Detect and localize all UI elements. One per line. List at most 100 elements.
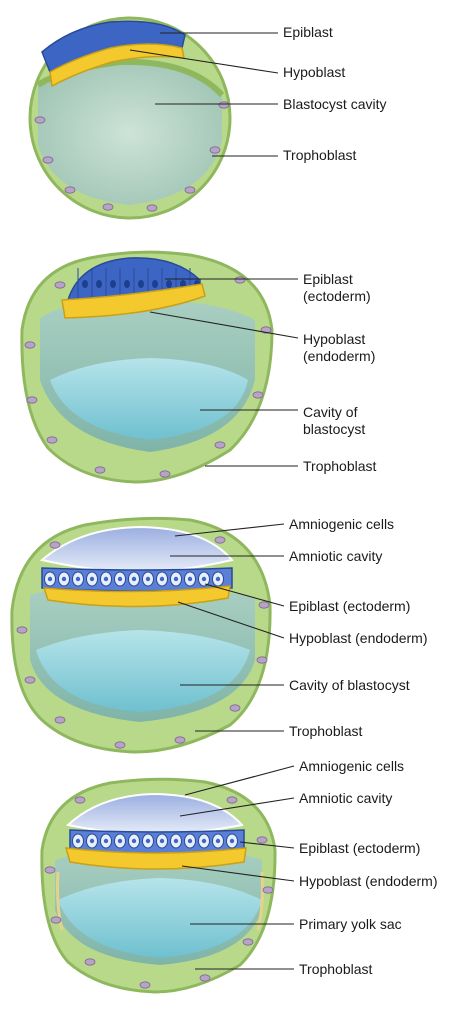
trophoblast-nucleus	[42, 156, 54, 164]
epiblast-nucleus	[89, 838, 95, 844]
epiblast-nucleus	[166, 280, 172, 288]
trophoblast-nucleus	[256, 656, 268, 664]
epiblast-nucleus	[215, 576, 221, 582]
trophoblast-nucleus	[256, 836, 268, 844]
trophoblast-nucleus	[184, 186, 196, 194]
label-hypoblast-endoderm: Hypoblast (endoderm)	[299, 873, 438, 889]
epiblast-nucleus	[131, 576, 137, 582]
trophoblast-nucleus	[24, 341, 36, 349]
trophoblast-nucleus	[226, 796, 238, 804]
trophoblast-nucleus	[174, 736, 186, 744]
epiblast-nucleus	[75, 838, 81, 844]
epiblast-nucleus	[131, 838, 137, 844]
trophoblast-nuclei	[16, 536, 270, 749]
epiblast-nucleus	[117, 838, 123, 844]
epiblast-nucleus	[187, 576, 193, 582]
epiblast-nucleus	[82, 280, 88, 288]
leader-lines	[129, 32, 299, 970]
label-primary-yolk-sac: Primary yolk sac	[299, 916, 402, 932]
epiblast-nucleus	[152, 280, 158, 288]
epiblast-nucleus	[117, 576, 123, 582]
trophoblast-nucleus	[49, 541, 61, 549]
epiblast-nucleus	[180, 280, 186, 288]
hypoblast-layer	[61, 283, 206, 319]
panel-3-blastocyst	[10, 516, 272, 754]
label-hypoblast-endoderm: Hypoblast (endoderm)	[289, 630, 428, 646]
label-epiblast-ectoderm: Epiblast (ectoderm)	[303, 271, 371, 304]
trophoblast-nucleus	[46, 436, 58, 444]
epiblast-nucleus	[145, 576, 151, 582]
panel-4-blastocyst	[40, 777, 277, 994]
trophoblast-nucleus	[84, 958, 96, 966]
trophoblast-nucleus	[199, 974, 211, 982]
trophoblast-nucleus	[34, 116, 46, 124]
trophoblast-nucleus	[102, 203, 114, 211]
label-amniogenic-cells: Amniogenic cells	[299, 758, 405, 774]
label-hypoblast: Hypoblast	[283, 64, 346, 80]
leader-epiblast-ectoderm	[204, 583, 285, 607]
epiblast-nucleus	[61, 576, 67, 582]
leader-hypoblast-endoderm	[181, 865, 295, 882]
epiblast-nucleus	[159, 576, 165, 582]
epiblast-cells	[44, 571, 224, 587]
epiblast-nucleus	[173, 576, 179, 582]
panel-2-blastocyst	[20, 250, 274, 484]
trophoblast-nucleus	[114, 741, 126, 749]
epiblast-nucleus	[229, 838, 235, 844]
epiblast-nucleus	[110, 280, 116, 288]
trophoblast-nuclei	[24, 276, 272, 478]
trophoblast-nucleus	[209, 146, 221, 154]
trophoblast-nucleus	[262, 886, 274, 894]
epiblast-nucleus	[138, 280, 144, 288]
label-cavity-of-blastocyst: Cavity of blastocyst	[289, 677, 410, 693]
leader-amniotic-cavity	[179, 797, 295, 817]
trophoblast-nucleus	[139, 981, 151, 989]
epiblast-nucleus	[215, 838, 221, 844]
leader-hypoblast	[129, 49, 279, 74]
trophoblast-nucleus	[214, 441, 226, 449]
epiblast-nucleus	[159, 838, 165, 844]
epiblast-nucleus	[201, 576, 207, 582]
hypoblast-layer	[64, 847, 247, 870]
trophoblast-nucleus	[214, 536, 226, 544]
epiblast-nucleus	[187, 838, 193, 844]
trophoblast-nucleus	[229, 704, 241, 712]
trophoblast-nucleus	[252, 391, 264, 399]
epiblast-nucleus	[145, 838, 151, 844]
label-epiblast-ectoderm: Epiblast (ectoderm)	[289, 598, 411, 614]
leader-amniogenic-cells	[184, 765, 295, 796]
exocoelomic-membrane	[56, 871, 64, 931]
trophoblast-nucleus	[24, 676, 36, 684]
epiblast-nucleus	[201, 838, 207, 844]
trophoblast-nucleus	[44, 866, 56, 874]
label-epiblast: Epiblast	[283, 24, 333, 40]
label-trophoblast: Trophoblast	[303, 458, 377, 474]
epiblast-cells	[72, 833, 238, 849]
label-amniotic-cavity: Amniotic cavity	[299, 790, 393, 806]
leader-epiblast-ectoderm	[239, 841, 295, 849]
trophoblast-nucleus	[218, 101, 230, 109]
label-amniogenic-cells: Amniogenic cells	[289, 516, 395, 532]
cavity-of-blastocyst	[50, 358, 248, 440]
epiblast-nucleus	[173, 838, 179, 844]
label-hypoblast-endoderm: Hypoblast (endoderm)	[303, 331, 376, 364]
cavity-of-blastocyst	[36, 630, 250, 712]
trophoblast-nuclei	[44, 796, 274, 989]
trophoblast-nucleus	[258, 601, 270, 609]
epiblast-nucleus	[96, 280, 102, 288]
label-trophoblast: Trophoblast	[289, 723, 363, 739]
leader-hypoblast-endoderm	[149, 311, 299, 339]
blastocyst-cavity	[38, 61, 222, 205]
epiblast-nucleus	[75, 576, 81, 582]
label-blastocyst-cavity: Blastocyst cavity	[283, 96, 387, 112]
trophoblast-nucleus	[54, 716, 66, 724]
trophoblast-nuclei	[34, 101, 230, 212]
trophoblast-nucleus	[234, 276, 246, 284]
trophoblast-nucleus	[64, 186, 76, 194]
epiblast-nucleus	[103, 838, 109, 844]
hypoblast-layer	[42, 585, 231, 608]
trophoblast-nucleus	[242, 938, 254, 946]
label-cavity-of-blastocyst: Cavity of blastocyst	[303, 404, 366, 437]
